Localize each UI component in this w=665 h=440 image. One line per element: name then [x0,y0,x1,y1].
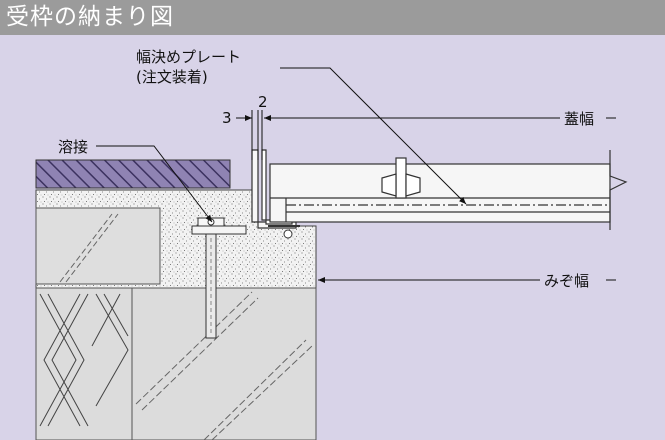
weld-leader [96,145,213,223]
dim-2-label: 2 [258,93,268,111]
block-dashed-line [59,213,113,283]
block-dashed-line [65,213,119,283]
title-bar: 受枠の納まり図 [0,0,665,35]
groove-width-label: みぞ幅 [544,272,589,290]
thickness-dimension [236,110,280,160]
page-title: 受枠の納まり図 [6,4,174,30]
break-line [609,150,628,230]
rebar-mesh [39,293,129,427]
dim-3-label: 3 [222,109,232,127]
existing-block [35,207,161,285]
weld-label: 溶接 [58,138,88,156]
lid-width-label: 蓋幅 [564,110,594,128]
base-diagonal-lines [135,291,313,440]
plate-bolt [283,229,293,239]
lid [269,163,611,223]
plate-label: 幅決めプレート [136,48,241,66]
plate-sublabel: (注文装着) [136,68,208,86]
hatched-finish-layer [35,159,231,189]
base-block [35,287,317,440]
plate-leader [280,67,467,205]
lid-clip [381,157,421,199]
